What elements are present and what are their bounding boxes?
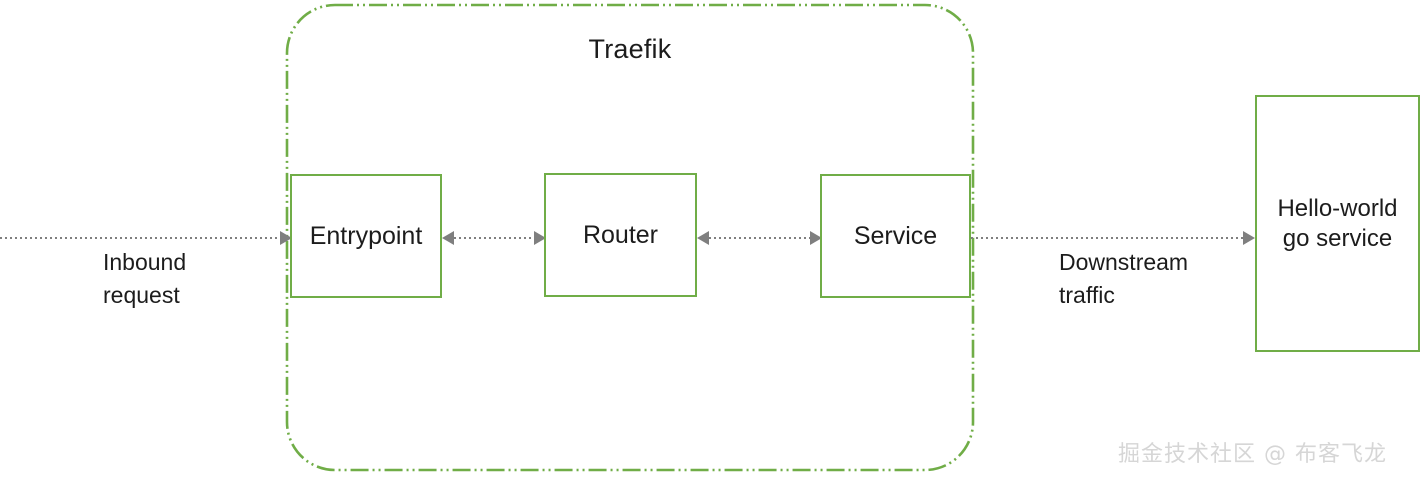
node-entrypoint-label: Entrypoint xyxy=(309,221,423,250)
edge-label-downstream: Downstream traffic xyxy=(1059,246,1269,311)
edge-label-downstream-line1: Downstream xyxy=(1059,249,1189,275)
edge-label-inbound-line2: request xyxy=(103,281,180,308)
node-router[interactable]: Router xyxy=(544,173,697,297)
node-hello-world-go-service-label: Hello-world go service xyxy=(1277,194,1397,253)
edge-inbound-arrow xyxy=(0,231,292,245)
node-hello-world-go-service[interactable]: Hello-world go service xyxy=(1255,95,1420,352)
node-entrypoint[interactable]: Entrypoint xyxy=(290,174,442,298)
node-service[interactable]: Service xyxy=(820,174,971,298)
edge-entrypoint-router-arrow xyxy=(442,231,546,245)
traefik-container-label: Traefik xyxy=(588,34,672,64)
node-service-label: Service xyxy=(853,221,938,250)
node-router-label: Router xyxy=(582,220,659,249)
edge-label-inbound: Inbound request xyxy=(103,246,283,311)
node-hello-line2: go service xyxy=(1282,224,1393,252)
traefik-container-border xyxy=(285,3,975,472)
node-hello-line1: Hello-world xyxy=(1277,195,1398,223)
edge-service-hello-arrow xyxy=(971,231,1255,245)
traefik-container xyxy=(285,3,975,472)
edge-router-service-arrow xyxy=(697,231,822,245)
edge-label-inbound-line1: Inbound xyxy=(103,249,187,275)
watermark: 掘金技术社区 @ 布客飞龙 xyxy=(1118,442,1387,467)
edge-label-downstream-line2: traffic xyxy=(1059,281,1115,308)
